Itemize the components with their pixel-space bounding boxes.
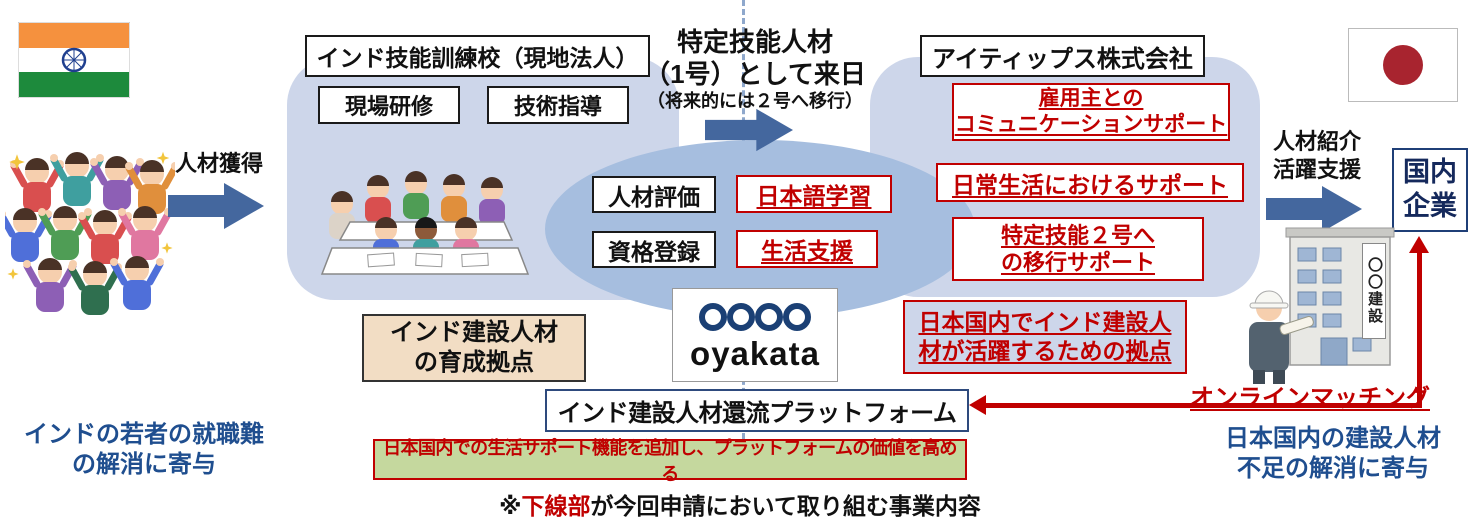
company-title: アイティップス株式会社 xyxy=(920,35,1205,77)
footnote-underlined-part: 下線部 xyxy=(521,493,591,519)
japan-flag xyxy=(1348,28,1458,102)
intro-arrow-icon xyxy=(1266,186,1362,232)
india-flag xyxy=(18,22,130,98)
japan-outcome-note: 日本国内の建設人材 不足の解消に寄与 xyxy=(1225,425,1441,482)
matching-connector-vertical xyxy=(1417,252,1422,408)
arrival-title-line2: （1号）として来日 xyxy=(644,59,866,89)
footnote-mark: ※ xyxy=(499,493,522,519)
life-support-box: 生活支援 xyxy=(736,230,878,268)
classroom-illustration xyxy=(320,171,530,275)
green-value-note-box: 日本国内での生活サポート機能を追加し、プラットフォームの価値を高める xyxy=(373,438,967,484)
arrival-arrow-icon xyxy=(705,108,793,152)
qualification-registration-box: 資格登録 xyxy=(592,231,716,268)
arrival-title-line3: （将来的には２号へ移行） xyxy=(647,91,863,111)
japan-base-note-box: 日本国内でインド建設人 材が活躍するための拠点 xyxy=(903,300,1187,374)
oyakata-rings-icon xyxy=(699,302,811,331)
domestic-companies-box: 国内 企業 xyxy=(1392,148,1468,232)
school-title: インド技能訓練校（現地法人） xyxy=(305,35,650,77)
platform-box: インド建設人材還流プラットフォーム xyxy=(545,389,969,432)
employer-communication-support-box: 雇用主との コミュニケーションサポート xyxy=(952,83,1230,141)
oyakata-wordmark: oyakata xyxy=(690,334,820,372)
japanese-learning-box: 日本語学習 xyxy=(736,175,892,213)
india-base-note-box: インド建設人材 の育成拠点 xyxy=(362,314,586,382)
india-outcome-note: インドの若者の就職難 の解消に寄与 xyxy=(24,421,264,478)
intro-support-label: 人材紹介 活躍支援 xyxy=(1272,129,1361,182)
matching-connector-horizontal xyxy=(985,403,1422,408)
type2-transition-support-box: 特定技能２号へ の移行サポート xyxy=(952,217,1204,281)
technical-guidance-box: 技術指導 xyxy=(487,86,629,124)
daily-life-support-box: 日常生活におけるサポート xyxy=(936,163,1244,202)
matching-arrowhead-left-icon xyxy=(969,395,986,415)
acquire-label: 人材獲得 xyxy=(175,151,264,176)
online-matching-label: オンラインマッチング xyxy=(1190,385,1430,412)
acquire-arrow-icon xyxy=(168,183,264,229)
arrival-title-line1: 特定技能人材 xyxy=(676,27,833,57)
footnote: ※下線部が今回申請において取り組む事業内容 xyxy=(490,487,990,521)
oyakata-logo: oyakata xyxy=(672,288,838,382)
crowd-illustration xyxy=(5,128,175,328)
talent-evaluation-box: 人材評価 xyxy=(592,176,716,213)
matching-arrowhead-up-icon xyxy=(1409,236,1429,253)
building-sign: 〇〇建設 xyxy=(1362,243,1386,339)
onsite-training-box: 現場研修 xyxy=(318,86,460,124)
footnote-rest: が今回申請において取り組む事業内容 xyxy=(590,493,981,519)
